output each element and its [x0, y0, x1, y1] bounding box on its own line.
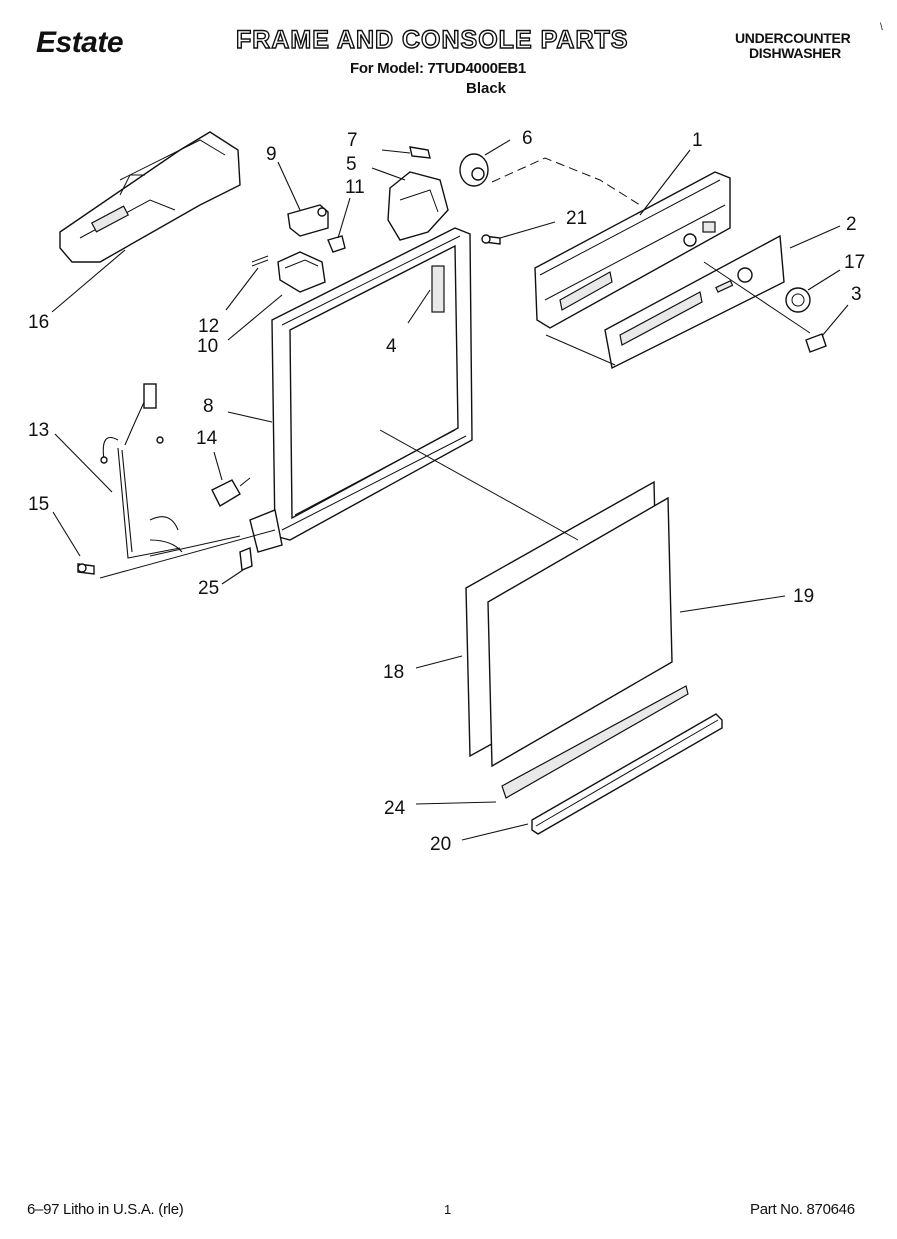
callout-10: 10: [197, 336, 218, 357]
callout-11: 11: [345, 177, 365, 198]
callout-12: 12: [198, 316, 219, 337]
part-21-screw: [481, 234, 501, 245]
callout-labels: 1 2 3 4 5 6 7 8 9 10 11 12 13 14 15 16 1…: [28, 128, 865, 855]
callout-13: 13: [28, 420, 49, 441]
callout-14: 14: [196, 428, 218, 449]
leader-lines: [51, 139, 849, 841]
callout-6: 6: [522, 128, 533, 149]
part-1-console-panel: [534, 171, 731, 329]
category-line-1: UNDERCOUNTER: [735, 30, 851, 46]
part-2-overlay: [604, 234, 785, 370]
part-16-control-housing: [59, 131, 241, 263]
callout-17: 17: [844, 252, 865, 273]
callout-18: 18: [383, 662, 404, 683]
part-6-knob: [459, 153, 489, 187]
model-line: For Model: 7TUD4000EB1: [350, 60, 526, 77]
callout-9: 9: [266, 144, 277, 165]
callout-25: 25: [198, 578, 219, 599]
callout-20: 20: [430, 834, 451, 855]
part-15-screw: [77, 563, 95, 575]
callout-1: 1: [692, 130, 703, 151]
part-3-clip: [805, 333, 827, 353]
part-12-clip: [251, 255, 269, 267]
part-24-trim-strip: [501, 685, 689, 799]
part-14-connector: [211, 477, 251, 507]
part-19-outer-panel: [487, 496, 673, 768]
part-13-wire-harness: [100, 383, 183, 559]
part-11-actuator: [327, 235, 346, 253]
page-number: 1: [444, 1202, 452, 1217]
part-8-door-frame: [249, 227, 473, 553]
print-info: 6–97 Litho in U.S.A. (rle): [27, 1201, 184, 1218]
part-5-latch: [387, 171, 449, 241]
part-number: Part No. 870646: [750, 1201, 855, 1218]
part-17-knob: [785, 287, 811, 313]
callout-8: 8: [203, 396, 214, 417]
brand-logo: Estate: [36, 26, 124, 59]
callout-7: 7: [347, 130, 358, 151]
callout-16: 16: [28, 312, 49, 333]
part-20-toe-trim: [531, 713, 723, 835]
part-7-screw: [409, 146, 431, 159]
callout-15: 15: [28, 494, 49, 515]
corner-mark: \: [880, 22, 883, 33]
callout-5: 5: [346, 154, 357, 175]
callout-21: 21: [566, 208, 587, 229]
page-title: FRAME AND CONSOLE PARTS: [235, 25, 629, 54]
part-9-switch: [287, 204, 329, 237]
callout-3: 3: [851, 284, 862, 305]
category-line-2: DISHWASHER: [749, 45, 841, 61]
assembly-reference-lines: [99, 157, 811, 579]
color-label: Black: [466, 80, 507, 97]
callout-4: 4: [386, 336, 397, 357]
part-10-switch-bracket: [277, 251, 326, 293]
part-25-bumper: [239, 547, 253, 571]
callout-19: 19: [793, 586, 814, 607]
callout-24: 24: [384, 798, 406, 819]
callout-2: 2: [846, 214, 857, 235]
